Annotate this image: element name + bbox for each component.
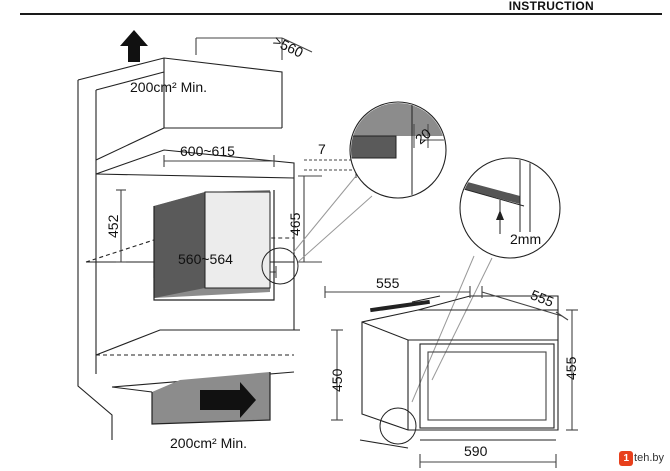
oven-height-left-label: 450: [329, 368, 345, 392]
width-inner-label: 560~564: [178, 251, 233, 267]
arrow-right-icon: [200, 382, 256, 418]
oven-front-width-label: 590: [464, 443, 488, 459]
detail-circle-small-2: [379, 407, 417, 445]
watermark-text: teh.by: [634, 452, 664, 464]
detail-circle-large-2: [459, 157, 561, 259]
depth-top-label: >560: [271, 32, 307, 60]
oven-width-label: 555: [376, 275, 400, 291]
height-left-label: 452: [105, 214, 121, 238]
arrow-up-icon: [120, 30, 148, 62]
vent-bottom-label: 200cm² Min.: [170, 435, 247, 451]
oven-height-right-label: 455: [563, 356, 579, 380]
height-right-label: 465: [287, 212, 303, 236]
width-opening-label: 600~615: [180, 143, 235, 159]
cabinet-outline: [77, 80, 113, 440]
oven-body: [361, 309, 559, 431]
header-title: INSTRUCTION: [508, 0, 594, 13]
gap-7-label: 7: [318, 141, 326, 157]
watermark-badge: 1: [619, 450, 634, 466]
detail-circle-small-1: [261, 247, 299, 285]
vent-top-label: 200cm² Min.: [130, 79, 207, 95]
oven-depth-label: 555: [528, 286, 556, 310]
header-rule: [20, 13, 662, 15]
watermark: 1 teh.by: [619, 449, 664, 467]
gap-2mm-label: 2mm: [510, 231, 541, 247]
